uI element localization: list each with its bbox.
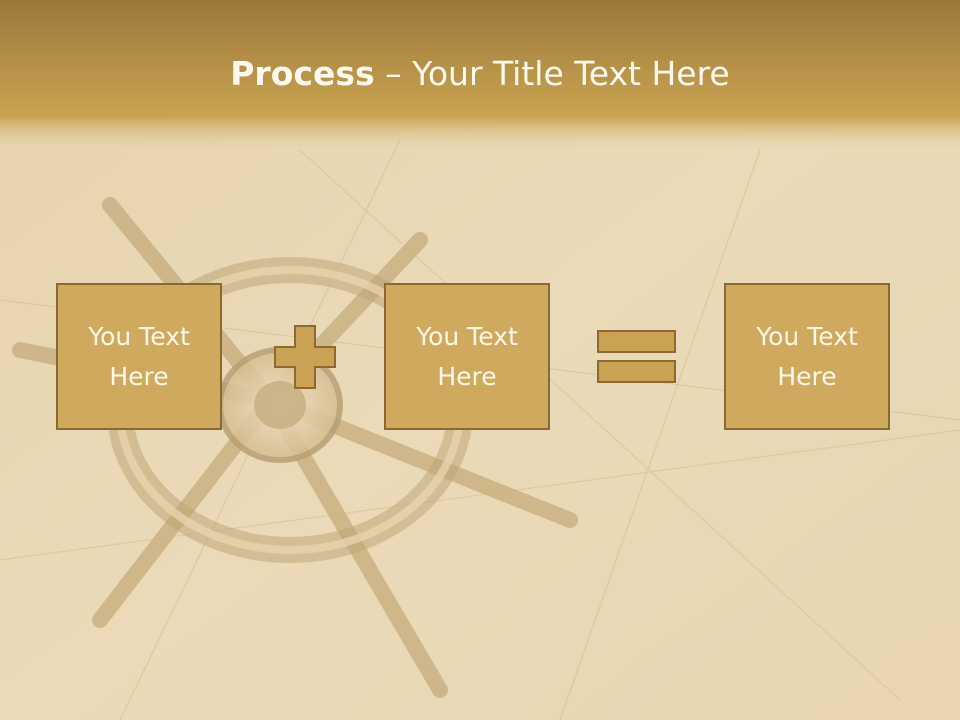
process-box-1[interactable]: You Text Here: [56, 283, 222, 430]
slide-title: Process – Your Title Text Here: [0, 52, 960, 96]
title-band: [0, 0, 960, 150]
plus-icon: [274, 325, 336, 389]
process-box-3[interactable]: You Text Here: [724, 283, 890, 430]
equals-icon: [597, 330, 676, 383]
process-box-3-label: You Text Here: [756, 321, 858, 391]
process-box-2[interactable]: You Text Here: [384, 283, 550, 430]
title-separator: –: [374, 54, 413, 93]
title-bold: Process: [230, 54, 375, 93]
process-box-2-label: You Text Here: [416, 321, 518, 391]
process-box-1-label: You Text Here: [88, 321, 190, 391]
title-rest: Your Title Text Here: [412, 54, 730, 93]
